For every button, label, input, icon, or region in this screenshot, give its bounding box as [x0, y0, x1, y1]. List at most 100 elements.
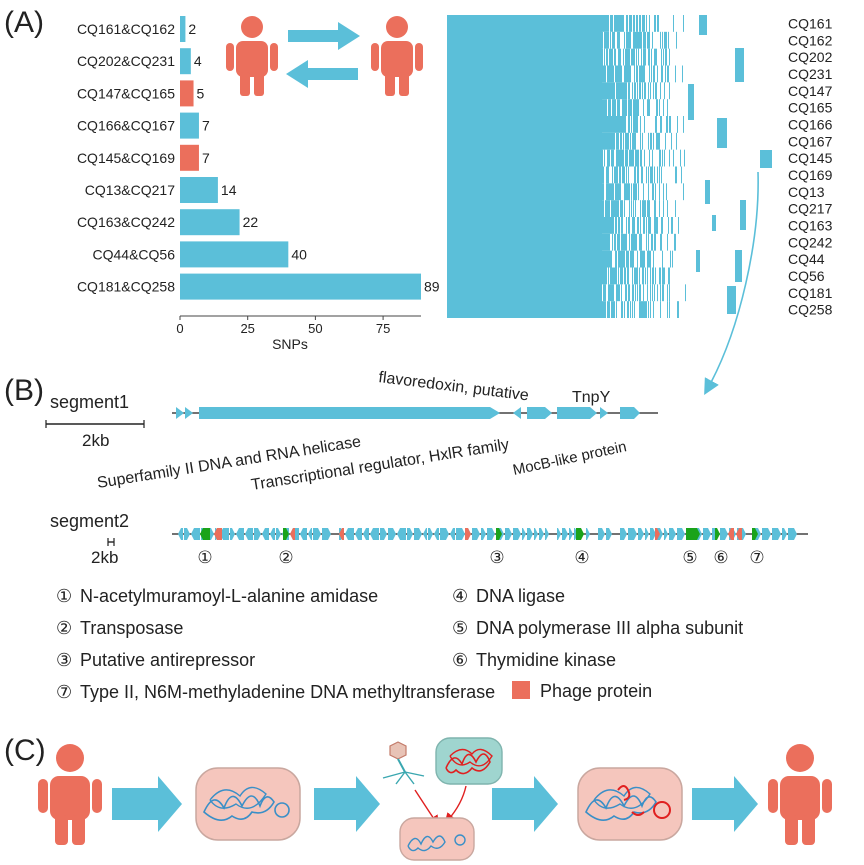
bar-value-label: 5: [197, 85, 205, 101]
bar-category-label: CQ161&CQ162: [77, 21, 175, 37]
transmission-arrow-right: [288, 22, 360, 50]
segment2-gene: [262, 528, 269, 540]
x-axis-label: SNPs: [272, 336, 308, 352]
segment2-gene: [423, 528, 427, 540]
panel-label-a: (A): [4, 6, 44, 39]
segment2-track: [172, 528, 808, 540]
x-tick-label: 25: [240, 321, 254, 336]
segment2-gene: [276, 528, 281, 540]
bar-value-label: 7: [202, 118, 210, 134]
legend-number: ③: [56, 650, 72, 670]
bar-category-label: CQ202&CQ231: [77, 53, 175, 69]
legend-number: ②: [56, 618, 72, 638]
bacterium-cell-3: [577, 767, 683, 841]
heatmap-strain-label: CQ231: [788, 66, 833, 82]
segment2-gene: [184, 528, 190, 540]
segment2-gene: [628, 528, 637, 540]
segment2-gene: [703, 528, 711, 540]
segment2-gene: [355, 528, 362, 540]
phage-protein-label: Phage protein: [540, 681, 652, 701]
segment2-gene: [290, 528, 295, 540]
segment2-gene: [283, 528, 289, 540]
segment2-gene: [522, 528, 526, 540]
x-tick-label: 50: [308, 321, 322, 336]
segment2-gene: [270, 528, 275, 540]
segment2-gene: [655, 528, 660, 540]
segment2-gene: [345, 528, 354, 540]
segment2-marker: ③: [489, 548, 504, 567]
label-tnpy: TnpY: [572, 389, 611, 406]
bar-5: [180, 177, 218, 203]
legend-number: ⑥: [452, 650, 468, 670]
bar-value-label: 2: [188, 21, 196, 37]
legend-number: ①: [56, 586, 72, 606]
segment2-gene: [576, 528, 584, 540]
heatmap-strain-label: CQ169: [788, 167, 833, 183]
segment2-gene: [300, 528, 307, 540]
heatmap-snp-block: [705, 180, 710, 204]
legend-number: ⑦: [56, 682, 72, 702]
bar-1: [180, 48, 191, 75]
segment2-gene: [245, 528, 253, 540]
heatmap-strain-label: CQ258: [788, 302, 833, 318]
segment2-marker: ⑥: [713, 548, 728, 567]
segment2-gene: [191, 528, 200, 540]
panel-label-b: (B): [4, 374, 44, 407]
segment2-gene: [434, 528, 439, 540]
segment2-marker: ⑤: [682, 548, 697, 567]
segment2-gene: [669, 528, 676, 540]
segment2-gene: [370, 528, 379, 540]
segment2-gene: [598, 528, 605, 540]
bar-value-label: 4: [194, 53, 202, 69]
segment2-gene: [650, 528, 656, 540]
bar-category-label: CQ13&CQ217: [85, 182, 175, 198]
segment2-gene: [715, 528, 720, 540]
heatmap-strain-label: CQ145: [788, 150, 833, 166]
segment1-title: segment1: [50, 392, 129, 412]
curved-arrow: [704, 171, 759, 396]
segment2-gene: [456, 528, 465, 540]
flow-arrow-3: [492, 776, 558, 832]
heatmap-strain-label: CQ147: [788, 83, 833, 99]
bar-value-label: 7: [202, 150, 210, 166]
segment2-gene: [513, 528, 521, 540]
bar-category-label: CQ163&CQ242: [77, 214, 175, 230]
segment2-gene: [562, 528, 568, 540]
heatmap-strain-label: CQ181: [788, 285, 833, 301]
snp-heatmap: [447, 15, 772, 318]
segment2-gene: [397, 528, 406, 540]
segment2-gene: [545, 528, 549, 540]
x-tick-label: 75: [376, 321, 390, 336]
heatmap-strain-label: CQ161: [788, 15, 833, 31]
segment2-gene: [788, 528, 797, 540]
heatmap-strain-label: CQ217: [788, 201, 833, 217]
segment2-scale-label: 2kb: [91, 548, 118, 567]
segment2-gene: [720, 528, 728, 540]
segment2-gene: [586, 528, 590, 540]
bar-value-label: 89: [424, 279, 440, 295]
segment2-marker: ④: [574, 548, 589, 567]
segment2-gene: [505, 528, 512, 540]
bar-8: [180, 273, 421, 300]
segment2-gene: [214, 528, 222, 540]
heatmap-strain-label: CQ44: [788, 251, 825, 267]
heatmap-strain-label: CQ242: [788, 234, 833, 250]
segment1-scale-label: 2kb: [82, 431, 109, 450]
segment2-gene: [440, 528, 449, 540]
segment2-gene: [388, 528, 396, 540]
label-mocb: MocB-like protein: [511, 438, 628, 479]
bacterium-cell-1: [195, 767, 301, 841]
segment1-track: [172, 407, 658, 419]
legend-text: DNA polymerase III alpha subunit: [476, 618, 743, 638]
segment2-gene: [450, 528, 455, 540]
heatmap-snp-block: [699, 15, 707, 35]
segment2-gene: [481, 528, 486, 540]
bar-value-label: 22: [243, 214, 259, 230]
segment2-gene: [762, 528, 771, 540]
heatmap-snp-block: [712, 215, 716, 231]
bar-value-label: 40: [291, 246, 307, 262]
segment2-gene: [428, 528, 433, 540]
segment2-marker: ②: [278, 548, 293, 567]
flow-arrow-4: [692, 776, 758, 832]
